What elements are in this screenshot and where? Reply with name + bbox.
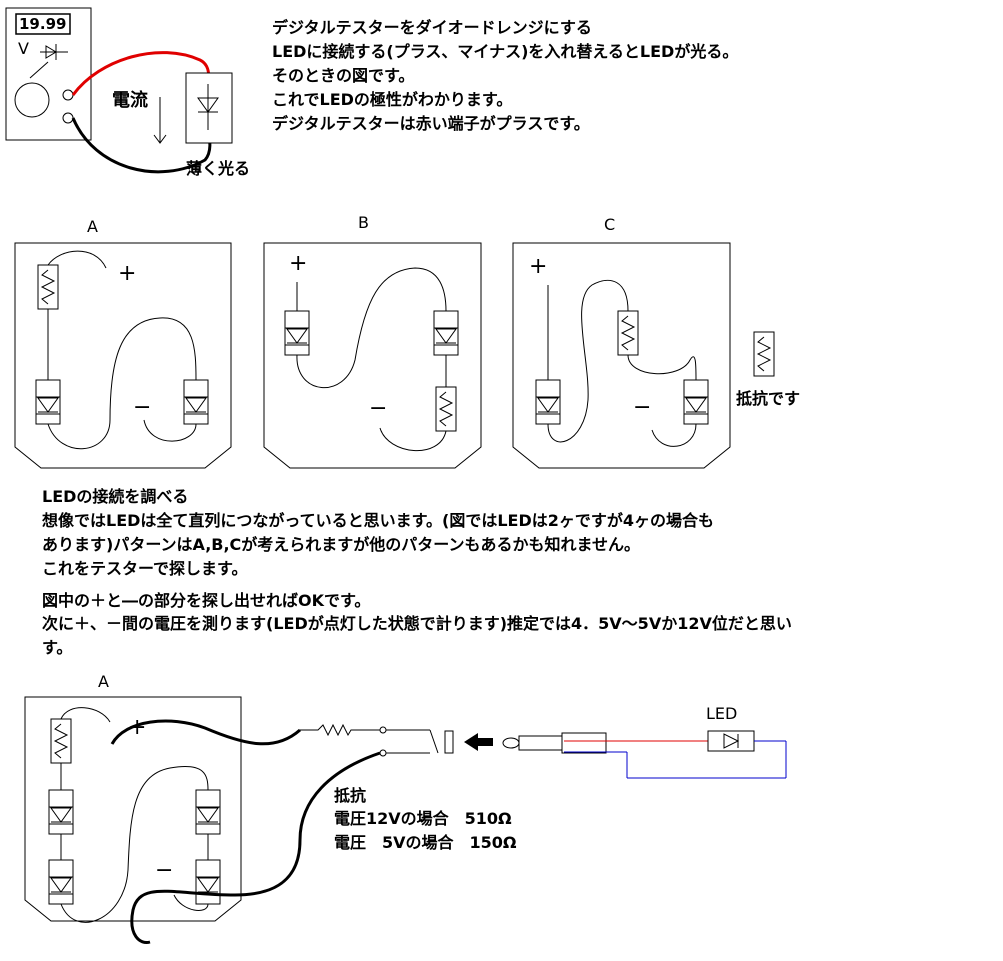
bottom-circuit-diagram <box>24 696 787 944</box>
pattern-a-label: A <box>87 217 98 236</box>
led-label: LED <box>706 704 738 723</box>
led-icon <box>535 379 561 425</box>
section-heading: LEDの接続を調べる <box>42 487 189 506</box>
tester-diagram <box>5 7 233 174</box>
resistor-icon <box>37 264 59 310</box>
terminal-red <box>62 89 74 101</box>
resistor-icon <box>50 718 72 764</box>
intro-line-1: デジタルテスターをダイオードレンジにする <box>272 18 592 37</box>
glow-label: 薄く光る <box>186 159 251 178</box>
bottom-minus: − <box>155 858 174 883</box>
pattern-a-plus: + <box>118 261 137 286</box>
led-icon <box>48 789 74 835</box>
middle-line-4: これをテスターで探します。 <box>42 559 248 578</box>
middle-line-3: あります)パターンはA,B,Cが考えられますが他のパターンもあるかも知れません。 <box>42 535 641 554</box>
middle-line-6: 次に＋、－間の電圧を測ります(LEDが点灯した状態で計ります)推定では4．5V～… <box>42 614 792 633</box>
led-icon <box>683 379 709 425</box>
resistor-icon <box>435 386 457 432</box>
led-icon <box>195 789 221 835</box>
resistor-note: 抵抗です <box>736 389 801 408</box>
current-arrow-icon <box>153 134 167 144</box>
middle-line-5: 図中の＋と―の部分を探し出せればOKです。 <box>42 591 371 610</box>
tester-display-value: 19.99 <box>19 15 67 33</box>
jack-socket-icon <box>444 730 454 754</box>
resistor-legend-icon <box>753 331 775 377</box>
led-icon <box>195 859 221 905</box>
resistor-title: 抵抗 <box>334 786 367 805</box>
pattern-b-plus: + <box>289 251 308 276</box>
plug-icon <box>561 732 607 754</box>
pattern-b-minus: − <box>369 396 388 421</box>
intro-line-2: LEDに接続する(プラス、マイナス)を入れ替えるとLEDが光る。 <box>272 42 739 61</box>
led-icon <box>284 310 310 356</box>
resistor-12v: 電圧12Vの場合 510Ω <box>334 809 512 828</box>
dial-pointer <box>29 61 49 79</box>
pattern-a-minus: − <box>133 395 152 420</box>
bottom-pattern-label: A <box>98 672 109 691</box>
led-icon <box>433 310 459 356</box>
terminal-black <box>62 112 74 124</box>
minus-lead-wire <box>130 751 381 944</box>
pattern-c-minus: − <box>633 395 652 420</box>
insert-arrow-icon <box>464 733 493 751</box>
current-label: 電流 <box>112 90 148 111</box>
resistor-5v: 電圧 5Vの場合 150Ω <box>334 833 517 852</box>
tester-unit: V <box>18 39 29 58</box>
pattern-c-label: C <box>604 215 616 234</box>
led-icon <box>183 379 209 425</box>
middle-line-2: 想像ではLEDは全て直列につながっていると思います。(図ではLEDは2ヶですが4… <box>42 511 714 530</box>
pattern-b-diagram <box>263 242 482 469</box>
series-resistor-icon <box>300 723 380 737</box>
dial-knob <box>14 82 50 118</box>
led-icon <box>35 379 61 425</box>
resistor-icon <box>617 310 639 356</box>
tester-display <box>15 13 71 35</box>
led-box <box>185 72 233 144</box>
middle-line-7: す。 <box>42 638 73 657</box>
led-diode-icon <box>197 97 219 113</box>
red-probe-wire <box>71 51 211 96</box>
pattern-b-label: B <box>358 213 369 232</box>
plus-lead-wire <box>110 719 301 746</box>
pattern-a-diagram <box>14 242 232 469</box>
pattern-c-diagram <box>512 242 731 469</box>
led-icon <box>48 859 74 905</box>
bottom-plus: + <box>128 715 147 740</box>
intro-line-3: そのときの図です。 <box>272 66 415 85</box>
pattern-c-plus: + <box>529 254 548 279</box>
intro-line-5: デジタルテスターは赤い端子がプラスです。 <box>272 114 590 133</box>
intro-line-4: これでLEDの極性がわかります。 <box>272 90 513 109</box>
led-component-icon <box>707 730 755 752</box>
diode-symbol-icon <box>40 44 68 60</box>
